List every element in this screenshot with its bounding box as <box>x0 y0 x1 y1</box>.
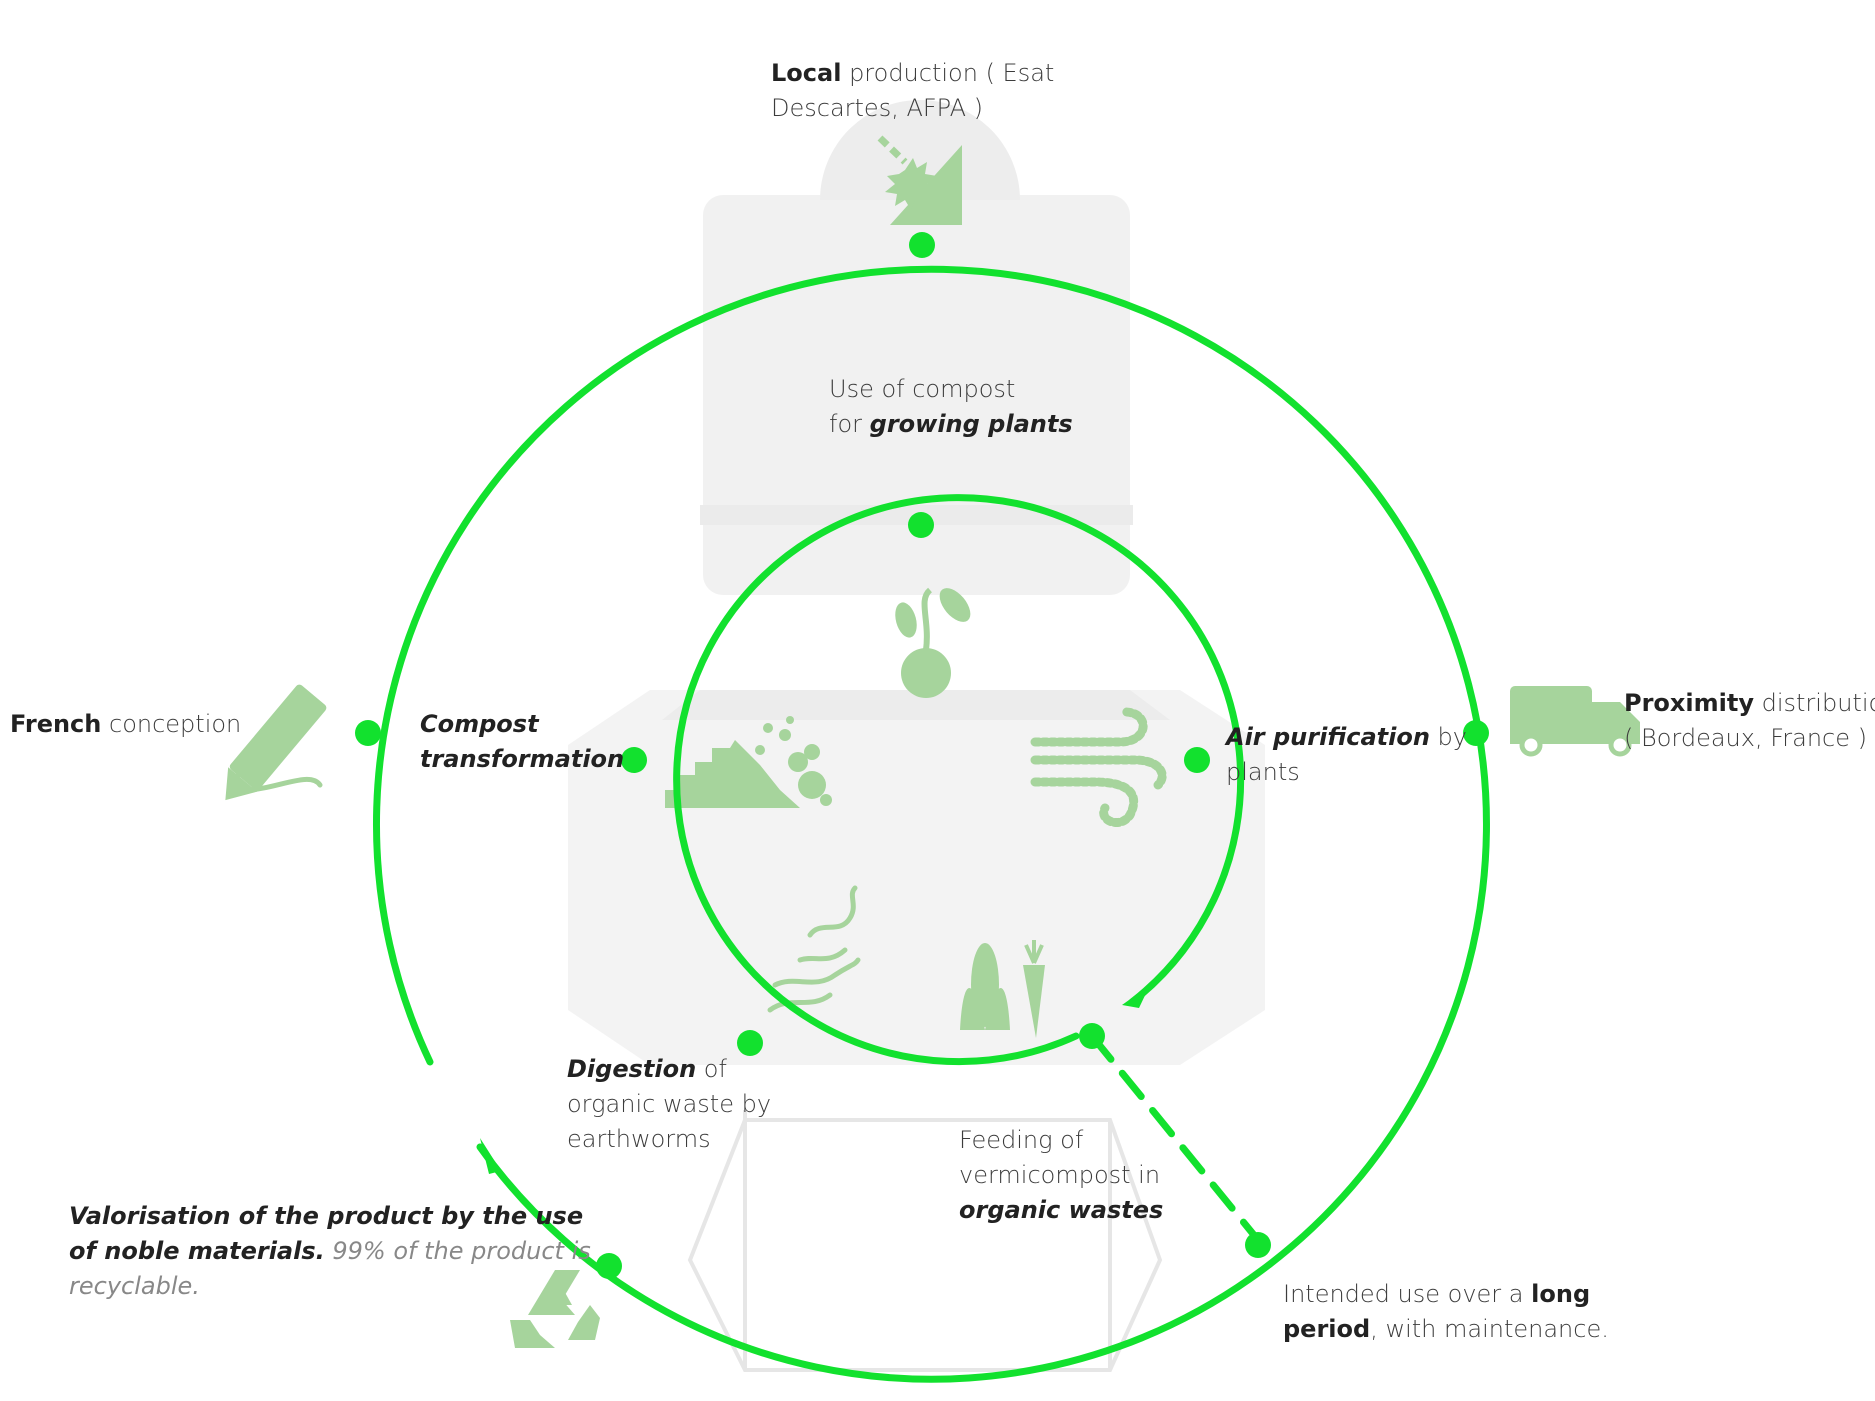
link-dashed <box>1088 1032 1262 1244</box>
node-top-inner <box>908 512 934 538</box>
cycle-nodes <box>355 232 1489 1279</box>
cycle-arrows <box>480 985 1150 1174</box>
node-left-outer <box>355 720 381 746</box>
truck-icon <box>1510 686 1640 757</box>
recycle-icon <box>510 1270 600 1348</box>
inner-ring <box>673 494 1245 1066</box>
inner-arrow <box>1122 985 1150 1008</box>
label-air-purification: Air purification by plants <box>1226 723 1467 786</box>
pencil-icon <box>225 684 327 801</box>
label-compost-use: Use of compost for growing plants <box>829 375 1073 438</box>
cycle-rings <box>373 265 1490 1383</box>
node-bottom-left-inner <box>737 1030 763 1056</box>
outer-arrow <box>480 1138 501 1174</box>
node-left-inner <box>621 747 647 773</box>
rubble-icon <box>665 716 832 808</box>
node-bottom-right-outer <box>1245 1232 1271 1258</box>
label-compost-transformation: Compost transformation <box>420 710 625 773</box>
label-valorisation: Valorisation of the product by the use o… <box>69 1202 591 1300</box>
tools-icon <box>877 135 962 225</box>
sprout-icon <box>895 587 971 698</box>
label-proximity-distribution: Proximity distribution ( Bordeaux, Franc… <box>1624 689 1875 752</box>
node-bottom-left-outer <box>596 1253 622 1279</box>
label-french-conception: French conception <box>10 710 242 738</box>
label-intended-use: Intended use over a long period, with ma… <box>1283 1280 1609 1343</box>
outer-ring <box>373 265 1490 1383</box>
node-right-outer <box>1463 720 1489 746</box>
label-digestion: Digestion of organic waste by earthworms <box>567 1055 772 1153</box>
label-feeding: Feeding of vermicompost in organic waste… <box>959 1126 1164 1224</box>
vegetables-icon <box>960 940 1045 1038</box>
label-local-production: Local production ( Esat Descartes, AFPA … <box>771 59 1055 122</box>
node-bottom-right-inner <box>1079 1023 1105 1049</box>
node-right-inner <box>1184 747 1210 773</box>
node-top-outer <box>909 232 935 258</box>
wind-icon <box>1030 707 1167 828</box>
earthworms-icon <box>767 885 861 1013</box>
